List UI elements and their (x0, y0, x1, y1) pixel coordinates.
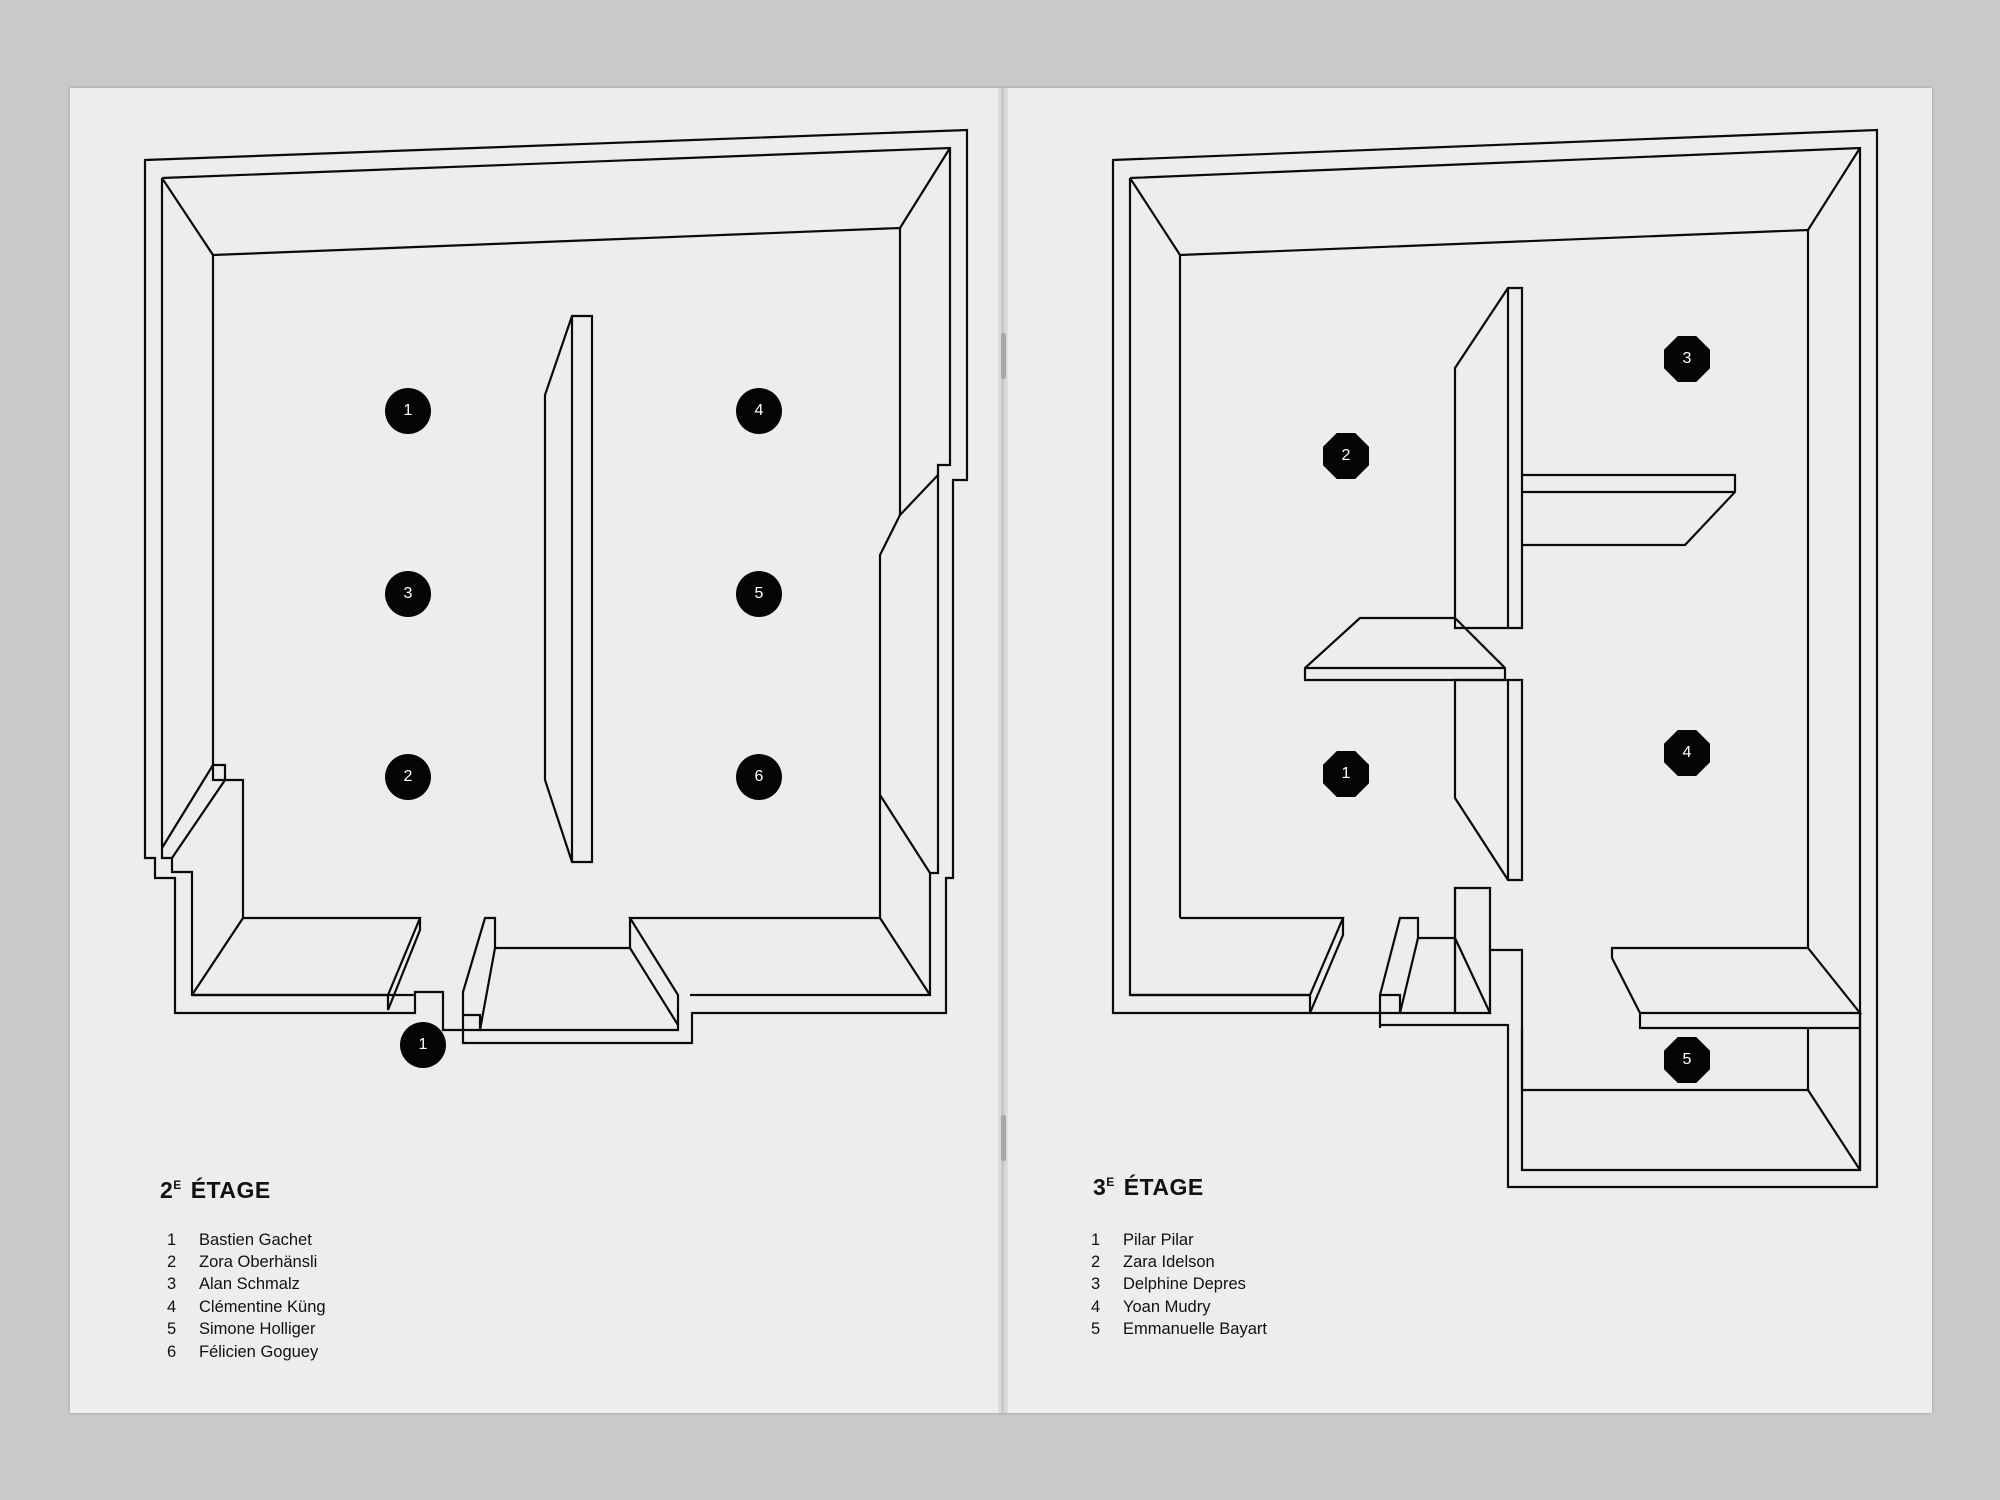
legend-number: 4 (167, 1297, 177, 1316)
legend-item: 5 Emmanuelle Bayart (1091, 1319, 1267, 1341)
plan-3-lower-room (1520, 1028, 1862, 1171)
plan-2-right-jog (878, 474, 939, 918)
legend-item: 4 Yoan Mudry (1091, 1296, 1267, 1318)
legend-number: 5 (1091, 1320, 1101, 1339)
legend-artist-name: Emmanuelle Bayart (1123, 1320, 1267, 1339)
legend-item: 3 Alan Schmalz (167, 1274, 326, 1296)
legend-number: 3 (167, 1275, 177, 1294)
artist-marker-4: 4 (736, 388, 782, 434)
plan-3-partition-top (1453, 286, 1524, 630)
artist-marker-4: 4 (1664, 730, 1710, 776)
plan-2-outer-wall (143, 128, 969, 1045)
plan-2-entry-step (461, 916, 497, 1032)
plan-2-partition (543, 314, 594, 864)
legend-number: 4 (1091, 1297, 1101, 1316)
legend-artist-name: Delphine Depres (1123, 1275, 1246, 1294)
legend-item: 3 Delphine Depres (1091, 1274, 1267, 1296)
legend-artist-name: Bastien Gachet (199, 1230, 312, 1249)
plan-3-stair (1418, 888, 1492, 1015)
artist-legend-3e-etage: 1 Pilar Pilar 2 Zara Idelson 3 Delphine Dep… (1091, 1229, 1267, 1341)
artist-marker-5: 5 (1664, 1037, 1710, 1083)
floor-plan-2e-etage (143, 128, 969, 1045)
plan-2-wall-inner-line (161, 146, 952, 997)
legend-number: 5 (167, 1320, 177, 1339)
legend-item: 5 Simone Holliger (167, 1319, 326, 1341)
floor-word: ÉTAGE (190, 1177, 271, 1203)
plan-3-shelf-left (1303, 616, 1507, 682)
legend-item: 1 Pilar Pilar (1091, 1229, 1267, 1251)
staple-bottom (1001, 1115, 1006, 1161)
floor-title-3e-etage: 3E ÉTAGE (1093, 1174, 1204, 1201)
artist-marker-5: 5 (736, 571, 782, 617)
legend-number: 6 (167, 1342, 177, 1361)
plan-3-outer-wall (1111, 128, 1879, 1189)
plan-3-platform-left (1130, 916, 1345, 1014)
plan-2-wall-left-line (160, 178, 415, 997)
floor-plan-3e-etage (1111, 128, 1879, 1189)
legend-item: 1 Bastien Gachet (167, 1229, 326, 1251)
plan-2-left-niche (161, 763, 245, 996)
plan-2-platform-middle (480, 916, 931, 1032)
right-page (1004, 88, 1932, 1413)
plan-2-niche-step (211, 765, 225, 782)
legend-item: 2 Zara Idelson (1091, 1251, 1267, 1273)
floor-suffix: E (1106, 1175, 1115, 1189)
booklet-gutter (998, 88, 1008, 1413)
legend-artist-name: Félicien Goguey (199, 1342, 319, 1361)
legend-number: 2 (167, 1253, 177, 1272)
legend-number: 1 (167, 1230, 177, 1249)
entrance-marker-1: 1 (400, 1022, 446, 1068)
artist-marker-2: 2 (385, 754, 431, 800)
legend-item: 6 Félicien Goguey (167, 1341, 326, 1363)
legend-item: 4 Clémentine Küng (167, 1296, 326, 1318)
legend-number: 1 (1091, 1230, 1101, 1249)
plan-3-partition-bottom (1453, 678, 1524, 882)
artist-marker-6: 6 (736, 754, 782, 800)
floor-number: 3 (1093, 1174, 1107, 1200)
floor-word: ÉTAGE (1123, 1174, 1204, 1200)
legend-artist-name: Alan Schmalz (199, 1275, 300, 1294)
plan-2-back-wall (161, 147, 951, 257)
floor-title-2e-etage: 2E ÉTAGE (160, 1177, 271, 1204)
artist-marker-1: 1 (385, 388, 431, 434)
plan-3-back-wall (1129, 147, 1861, 257)
artist-marker-3: 3 (1664, 336, 1710, 382)
left-page (70, 88, 1003, 1413)
plan-3-platform-right (1610, 946, 1863, 1030)
legend-artist-name: Simone Holliger (199, 1320, 316, 1339)
legend-number: 3 (1091, 1275, 1101, 1294)
staple-top (1001, 333, 1006, 379)
plan-3-wall-inner-line (1129, 146, 1862, 1172)
plan-3-wall-left-line (1128, 178, 1310, 997)
floor-number: 2 (160, 1177, 174, 1203)
artist-marker-1: 1 (1323, 751, 1369, 797)
legend-artist-name: Zara Idelson (1123, 1253, 1215, 1272)
floor-suffix: E (173, 1178, 182, 1192)
plan-3-entry-step (1378, 916, 1420, 1015)
legend-artist-name: Pilar Pilar (1123, 1230, 1194, 1249)
legend-artist-name: Clémentine Küng (199, 1297, 326, 1316)
artist-legend-2e-etage: 1 Bastien Gachet 2 Zora Oberhänsli 3 Alan S… (167, 1229, 326, 1363)
plan-2-platform-left (192, 916, 422, 1011)
artist-marker-3: 3 (385, 571, 431, 617)
legend-item: 2 Zora Oberhänsli (167, 1251, 326, 1273)
plan-3-shelf-right (1522, 473, 1737, 547)
legend-artist-name: Yoan Mudry (1123, 1297, 1211, 1316)
artist-marker-2: 2 (1323, 433, 1369, 479)
legend-artist-name: Zora Oberhänsli (199, 1253, 318, 1272)
legend-number: 2 (1091, 1253, 1101, 1272)
